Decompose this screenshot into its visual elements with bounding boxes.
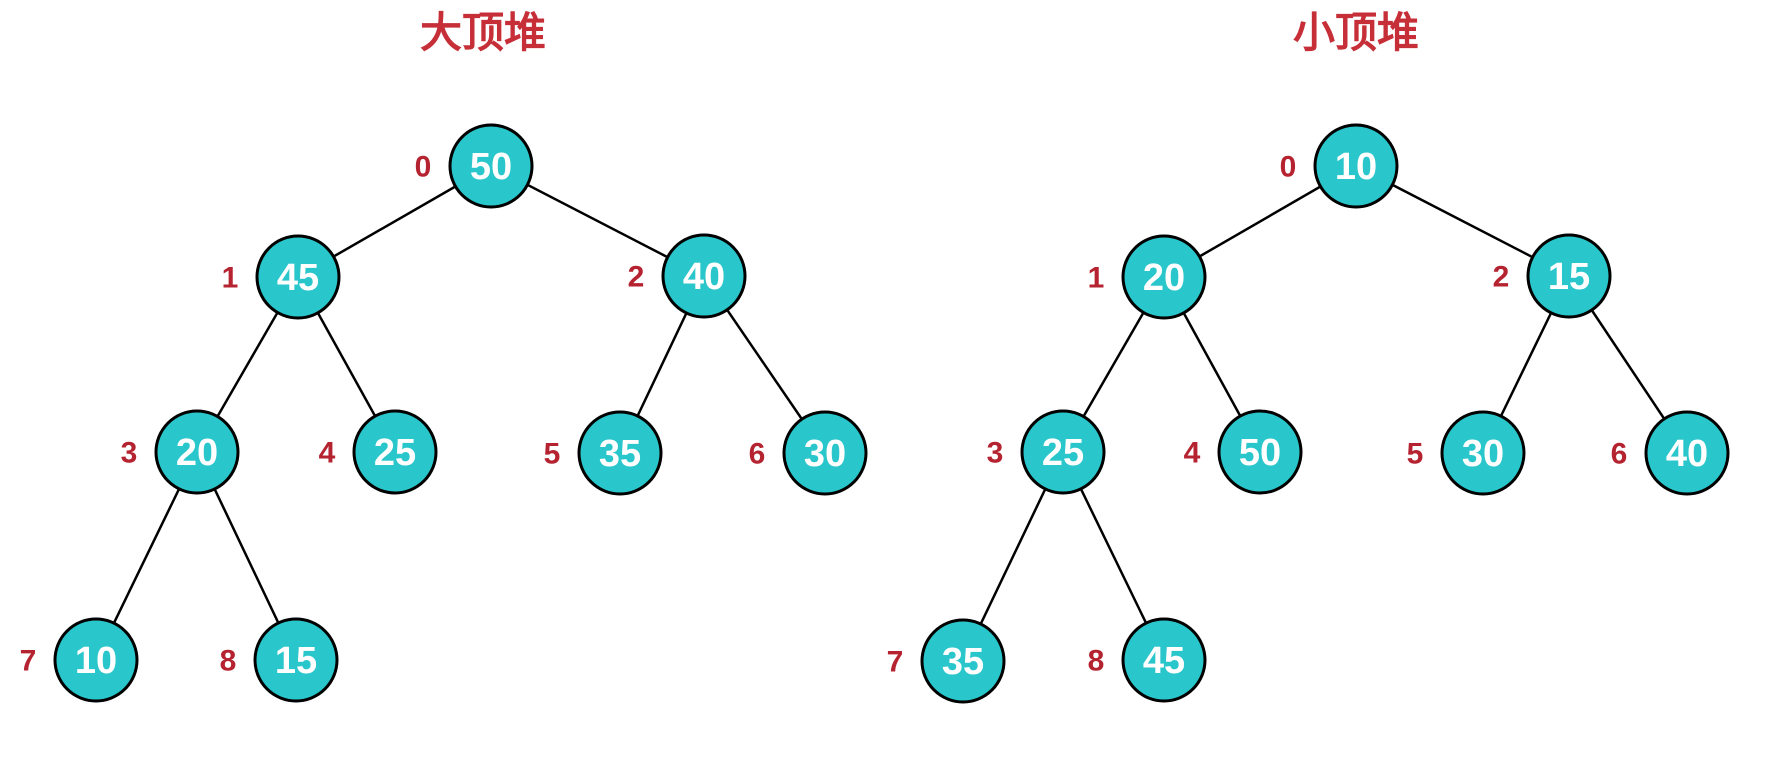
max-heap-node-2: 40 2 xyxy=(628,233,747,319)
min-heap-node-4: 50 4 xyxy=(1184,409,1303,495)
node-index-label: 3 xyxy=(987,437,1004,470)
node-index-label: 5 xyxy=(544,438,561,471)
node-index-label: 1 xyxy=(1088,262,1105,295)
max-heap-node-6: 30 6 xyxy=(749,410,868,496)
max-heap-node-8: 15 8 xyxy=(220,617,339,703)
node-index-label: 0 xyxy=(415,151,432,184)
max-heap-node-5: 35 5 xyxy=(544,410,663,496)
node-circle xyxy=(782,410,868,496)
node-index-label: 6 xyxy=(749,438,766,471)
min-heap-tree: 10 0 20 1 15 2 25 3 50 4 30 5 40 6 35 7 45 8 xyxy=(887,123,1730,704)
node-value: 10 xyxy=(75,640,117,682)
node-value: 15 xyxy=(1548,256,1590,298)
node-circle xyxy=(1121,617,1207,703)
node-circle xyxy=(1020,409,1106,495)
max-heap-node-0: 50 0 xyxy=(415,123,534,209)
min-heap-title: 小顶堆 xyxy=(1292,9,1420,56)
node-circle xyxy=(53,617,139,703)
node-index-label: 6 xyxy=(1611,438,1628,471)
node-circle xyxy=(1440,410,1526,496)
node-value: 45 xyxy=(277,257,319,299)
min-heap-node-6: 40 6 xyxy=(1611,410,1730,496)
node-value: 30 xyxy=(1462,433,1504,475)
min-heap-node-1: 20 1 xyxy=(1088,234,1207,320)
node-index-label: 7 xyxy=(20,645,37,678)
node-circle xyxy=(448,123,534,209)
max-heap-node-7: 10 7 xyxy=(20,617,139,703)
node-value: 25 xyxy=(374,432,416,474)
node-index-label: 2 xyxy=(1493,261,1510,294)
node-value: 35 xyxy=(942,641,984,683)
node-circle xyxy=(255,234,341,320)
node-value: 15 xyxy=(275,640,317,682)
min-heap-node-0: 10 0 xyxy=(1280,123,1399,209)
max-heap-tree: 50 0 45 1 40 2 20 3 25 4 35 5 30 6 10 7 15 8 xyxy=(20,123,868,703)
node-index-label: 2 xyxy=(628,261,645,294)
min-heap-node-8: 45 8 xyxy=(1088,617,1207,703)
node-circle xyxy=(1526,233,1612,319)
node-value: 20 xyxy=(1143,257,1185,299)
node-circle xyxy=(1313,123,1399,209)
node-circle xyxy=(1217,409,1303,495)
max-heap-title: 大顶堆 xyxy=(419,9,547,56)
node-index-label: 4 xyxy=(319,437,336,470)
node-index-label: 8 xyxy=(1088,645,1105,678)
node-value: 45 xyxy=(1143,640,1185,682)
max-heap-node-1: 45 1 xyxy=(222,234,341,320)
node-index-label: 8 xyxy=(220,645,237,678)
node-value: 20 xyxy=(176,432,218,474)
node-value: 30 xyxy=(804,433,846,475)
node-circle xyxy=(1121,234,1207,320)
node-circle xyxy=(661,233,747,319)
node-circle xyxy=(253,617,339,703)
node-value: 10 xyxy=(1335,146,1377,188)
max-heap-node-4: 25 4 xyxy=(319,409,438,495)
node-index-label: 5 xyxy=(1407,438,1424,471)
max-heap-node-3: 20 3 xyxy=(121,409,240,495)
node-value: 35 xyxy=(599,433,641,475)
min-heap-node-7: 35 7 xyxy=(887,618,1006,704)
min-heap-node-5: 30 5 xyxy=(1407,410,1526,496)
node-index-label: 3 xyxy=(121,437,138,470)
node-circle xyxy=(352,409,438,495)
node-value: 25 xyxy=(1042,432,1084,474)
node-circle xyxy=(1644,410,1730,496)
min-heap-node-2: 15 2 xyxy=(1493,233,1612,319)
node-circle xyxy=(920,618,1006,704)
node-circle xyxy=(577,410,663,496)
node-index-label: 0 xyxy=(1280,151,1297,184)
node-circle xyxy=(154,409,240,495)
node-value: 50 xyxy=(470,146,512,188)
node-value: 40 xyxy=(683,256,725,298)
node-value: 40 xyxy=(1666,433,1708,475)
node-value: 50 xyxy=(1239,432,1281,474)
node-index-label: 4 xyxy=(1184,437,1201,470)
min-heap-node-3: 25 3 xyxy=(987,409,1106,495)
node-index-label: 7 xyxy=(887,646,904,679)
node-index-label: 1 xyxy=(222,262,239,295)
